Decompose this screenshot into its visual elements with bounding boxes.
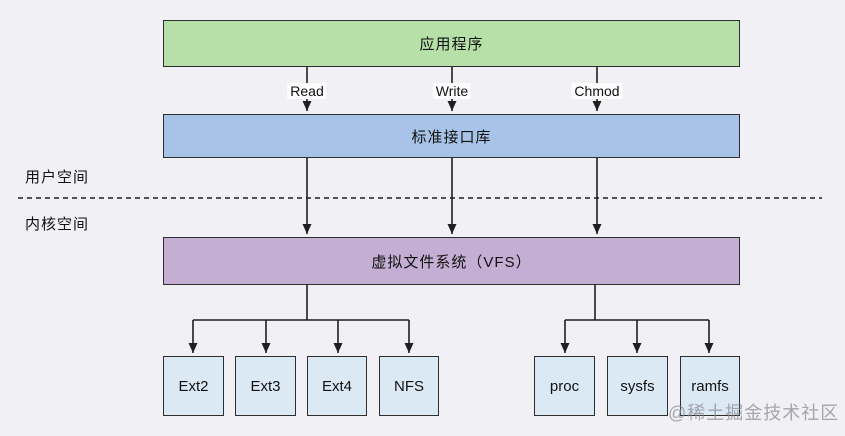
syscall-label-read: Read: [287, 83, 327, 99]
fs-box-ext4: Ext4: [307, 356, 367, 416]
syscall-label-write: Write: [432, 83, 472, 99]
fs-box-ramfs: ramfs: [680, 356, 740, 416]
vfs-layer-box: 虚拟文件系统（VFS）: [163, 237, 740, 285]
std-api-layer-box: 标准接口库: [163, 114, 740, 158]
user-space-label: 用户空间: [25, 169, 90, 186]
fs-box-nfs: NFS: [379, 356, 439, 416]
kernel-space-label: 内核空间: [25, 216, 90, 233]
syscall-label-chmod: Chmod: [571, 83, 623, 99]
fs-box-ext3: Ext3: [235, 356, 296, 416]
fs-box-sysfs: sysfs: [607, 356, 668, 416]
watermark-text: @稀土掘金技术社区: [668, 403, 840, 423]
application-layer-box: 应用程序: [163, 20, 740, 67]
fs-box-ext2: Ext2: [163, 356, 224, 416]
fs-box-proc: proc: [534, 356, 595, 416]
